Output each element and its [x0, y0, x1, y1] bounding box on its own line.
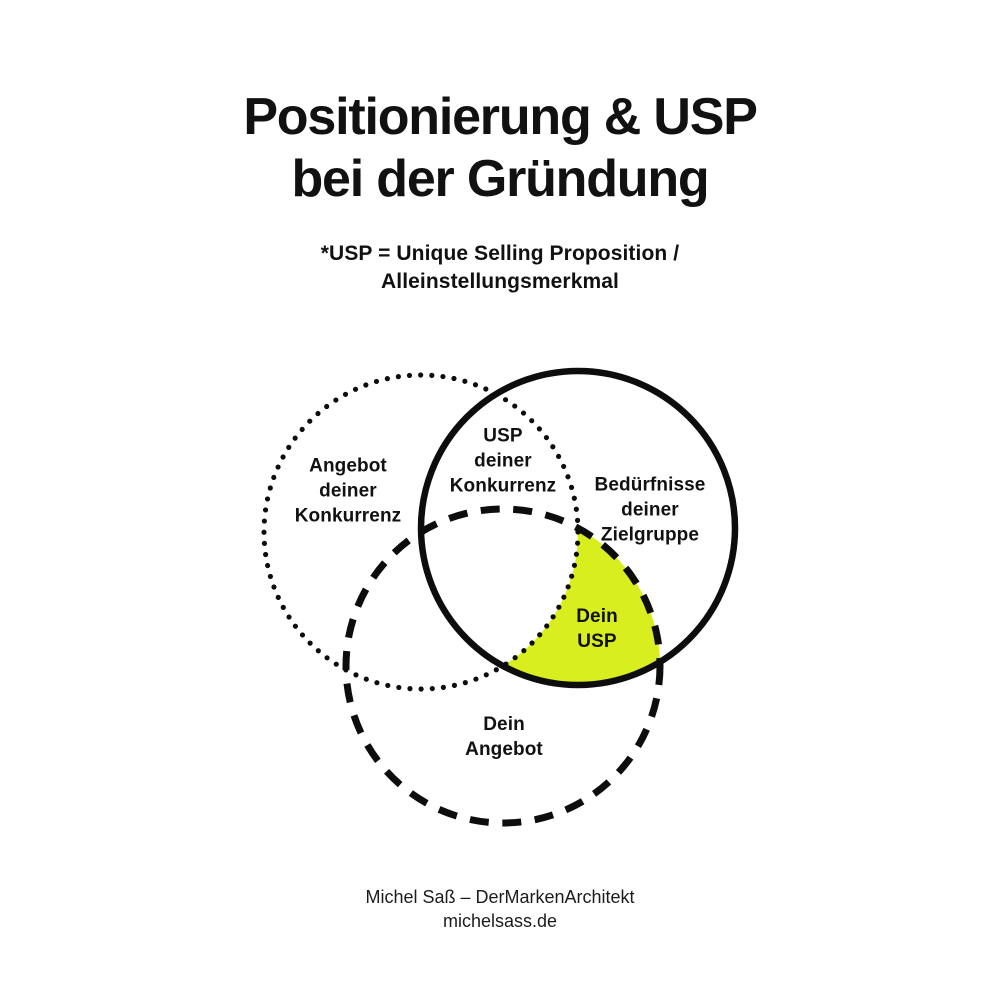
label-target-needs: Bedürfnisse deiner Zielgruppe [595, 472, 706, 547]
label-competitor-offer: Angebot deiner Konkurrenz [295, 453, 402, 528]
footer-website: michelsass.de [442, 911, 558, 932]
label-your-offer: Dein Angebot [465, 712, 543, 762]
subtitle-line-1: *USP = Unique Selling Proposition / [320, 242, 680, 265]
label-target-needs-line-1: Bedürfnisse [594, 474, 706, 496]
your-offer-circle [342, 505, 664, 827]
label-your-offer-line-2: Angebot [465, 739, 543, 760]
footer-author: Michel Saß – DerMarkenArchitekt [365, 887, 635, 907]
label-your-usp: Dein USP [576, 604, 618, 654]
label-your-usp-line-2: USP [577, 631, 617, 652]
label-competitor-usp-line-2: deiner [474, 450, 532, 472]
label-competitor-offer-line-1: Angebot [309, 455, 387, 477]
page-title: Positionierung & USP bei der Gründung [0, 86, 1000, 211]
subtitle: *USP = Unique Selling Proposition / Alle… [0, 240, 1000, 295]
title-line-2: bei der Gründung [291, 150, 709, 209]
label-your-usp-line-1: Dein [576, 605, 618, 627]
label-competitor-usp: USP deiner Konkurrenz [450, 423, 557, 498]
label-target-needs-line-3: Zielgruppe [600, 524, 700, 546]
label-competitor-offer-line-3: Konkurrenz [294, 505, 402, 527]
label-competitor-usp-line-1: USP [483, 425, 523, 447]
label-your-offer-line-1: Dein [483, 713, 525, 735]
title-line-1: Positionierung & USP [243, 88, 758, 146]
footer-credit: Michel Saß – DerMarkenArchitekt michelsa… [0, 885, 1000, 934]
label-competitor-usp-line-3: Konkurrenz [449, 475, 557, 497]
target-needs-circle [417, 367, 739, 689]
subtitle-line-2: Alleinstellungsmerkmal [381, 269, 619, 293]
label-competitor-offer-line-2: deiner [319, 480, 377, 502]
label-target-needs-line-2: deiner [621, 499, 679, 521]
